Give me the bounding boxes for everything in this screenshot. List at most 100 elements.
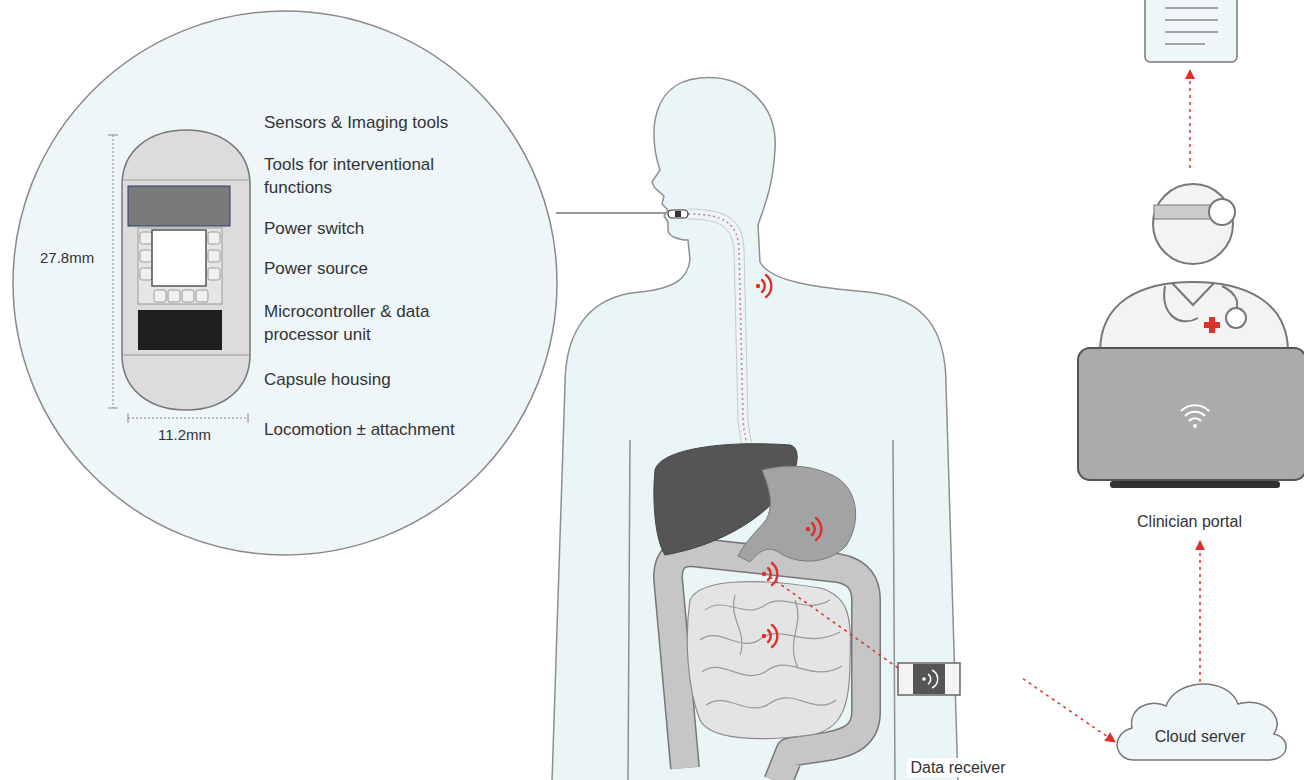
dimension-tick — [128, 413, 129, 423]
intestine-fold — [702, 665, 842, 676]
clinician-shape — [1075, 170, 1304, 535]
armband — [898, 663, 960, 695]
stethoscope-head — [1226, 308, 1246, 328]
arm-line — [628, 440, 630, 780]
receiver-wave — [928, 674, 931, 684]
large-intestine — [668, 552, 866, 780]
node-label: Clinician portal — [1137, 512, 1242, 531]
doctor-body — [1100, 282, 1288, 352]
esophagus — [688, 209, 762, 470]
signal-icon — [762, 563, 778, 585]
part-label: Sensors & Imaging tools — [264, 111, 524, 134]
report-arrow — [1189, 70, 1191, 168]
component-cell — [196, 290, 208, 302]
capsule — [122, 130, 250, 410]
large-intestine — [668, 552, 866, 780]
intestine-folds — [700, 595, 842, 708]
label-anchor: Capsule housing — [264, 368, 464, 391]
head-mirror — [1209, 199, 1235, 225]
part-label: Power switch — [264, 217, 464, 240]
receiver-node: Data receiver — [893, 655, 1023, 780]
node-label: Data receiver — [907, 758, 1008, 777]
microcontroller — [138, 310, 222, 350]
wifi-wave — [1189, 418, 1201, 421]
dimension-ticks — [108, 135, 248, 423]
data-flow-arrow — [1199, 541, 1201, 682]
stomach — [738, 466, 856, 562]
dimension-line — [113, 135, 114, 408]
intestine-fold — [733, 595, 741, 655]
label-anchor: Sensors & Imaging tools — [264, 111, 524, 134]
component-cell — [140, 232, 152, 244]
zoom-leader — [556, 212, 668, 214]
dimension-line — [128, 418, 248, 419]
label-anchor: Power switch — [264, 217, 464, 240]
capsule-seam — [122, 355, 250, 356]
capsule-path — [688, 214, 757, 471]
dimension-tick — [248, 413, 249, 423]
document-line — [1165, 19, 1218, 21]
intestine-fold — [705, 600, 830, 610]
part-label: Capsule housing — [264, 368, 464, 391]
node-label: Cloud server — [1155, 727, 1246, 746]
part-label: Locomotion ± attachment — [264, 418, 524, 441]
label-anchor: 11.2mm — [158, 426, 228, 444]
esophagus — [688, 219, 752, 472]
arm-line — [893, 440, 895, 780]
wifi-wave — [1185, 412, 1205, 416]
document-lines — [1165, 8, 1218, 44]
receiver-dot — [922, 677, 926, 681]
label-anchor: Locomotion ± attachment — [264, 418, 524, 441]
intestine-fold — [793, 600, 798, 668]
dimension-label: 27.8mm — [40, 249, 110, 267]
label-anchor: Microcontroller & data processor unit — [264, 300, 432, 346]
cloud-node: Cloud server — [1112, 672, 1288, 764]
component-cell — [208, 268, 220, 280]
dimension-lines — [113, 135, 248, 418]
part-label: Power source — [264, 257, 464, 280]
component-cell — [182, 290, 194, 302]
red-cross — [1209, 317, 1215, 333]
document-line — [1165, 43, 1205, 45]
component-cell — [208, 232, 220, 244]
component-cell — [140, 268, 152, 280]
dimension-tick — [108, 135, 118, 136]
signal-icon — [762, 625, 778, 647]
zoom-circle — [13, 11, 557, 555]
swallowed-capsule — [668, 210, 688, 218]
part-label: Tools for interventional functions — [264, 153, 469, 199]
wifi-dot — [1193, 424, 1197, 428]
document-line — [1165, 7, 1218, 9]
dimension-label: 11.2mm — [158, 426, 228, 444]
signal-icon — [806, 518, 822, 540]
signal-link — [770, 577, 898, 668]
data-flow-arrow — [1023, 679, 1115, 742]
part-label: Microcontroller & data processor unit — [264, 300, 432, 346]
receiver-wave — [932, 670, 938, 688]
document-line — [1165, 31, 1218, 33]
wifi-wave — [1181, 405, 1209, 411]
cloud-shape — [1112, 672, 1288, 764]
label-anchor: 27.8mm — [40, 249, 110, 267]
doctor-collar — [1172, 283, 1214, 305]
intestine-fold — [706, 698, 836, 708]
small-intestine — [687, 582, 850, 739]
dimension-tick — [108, 408, 118, 409]
laptop-screen — [1078, 348, 1304, 480]
signal-icon — [756, 275, 772, 297]
component-cell — [140, 250, 152, 262]
laptop-base — [1110, 481, 1280, 488]
capsule-seam — [122, 180, 250, 181]
receiver-module — [913, 664, 945, 694]
component-cell — [168, 290, 180, 302]
report-document — [1145, 0, 1237, 62]
sensor-block — [128, 186, 230, 226]
portal-node: Clinician portal — [1075, 170, 1304, 535]
component-cell — [208, 250, 220, 262]
component-grid — [138, 228, 222, 304]
power-source — [152, 230, 206, 286]
cloud-outline — [1117, 684, 1286, 760]
component-cell — [154, 290, 166, 302]
swallowed-capsule-core — [675, 211, 681, 217]
